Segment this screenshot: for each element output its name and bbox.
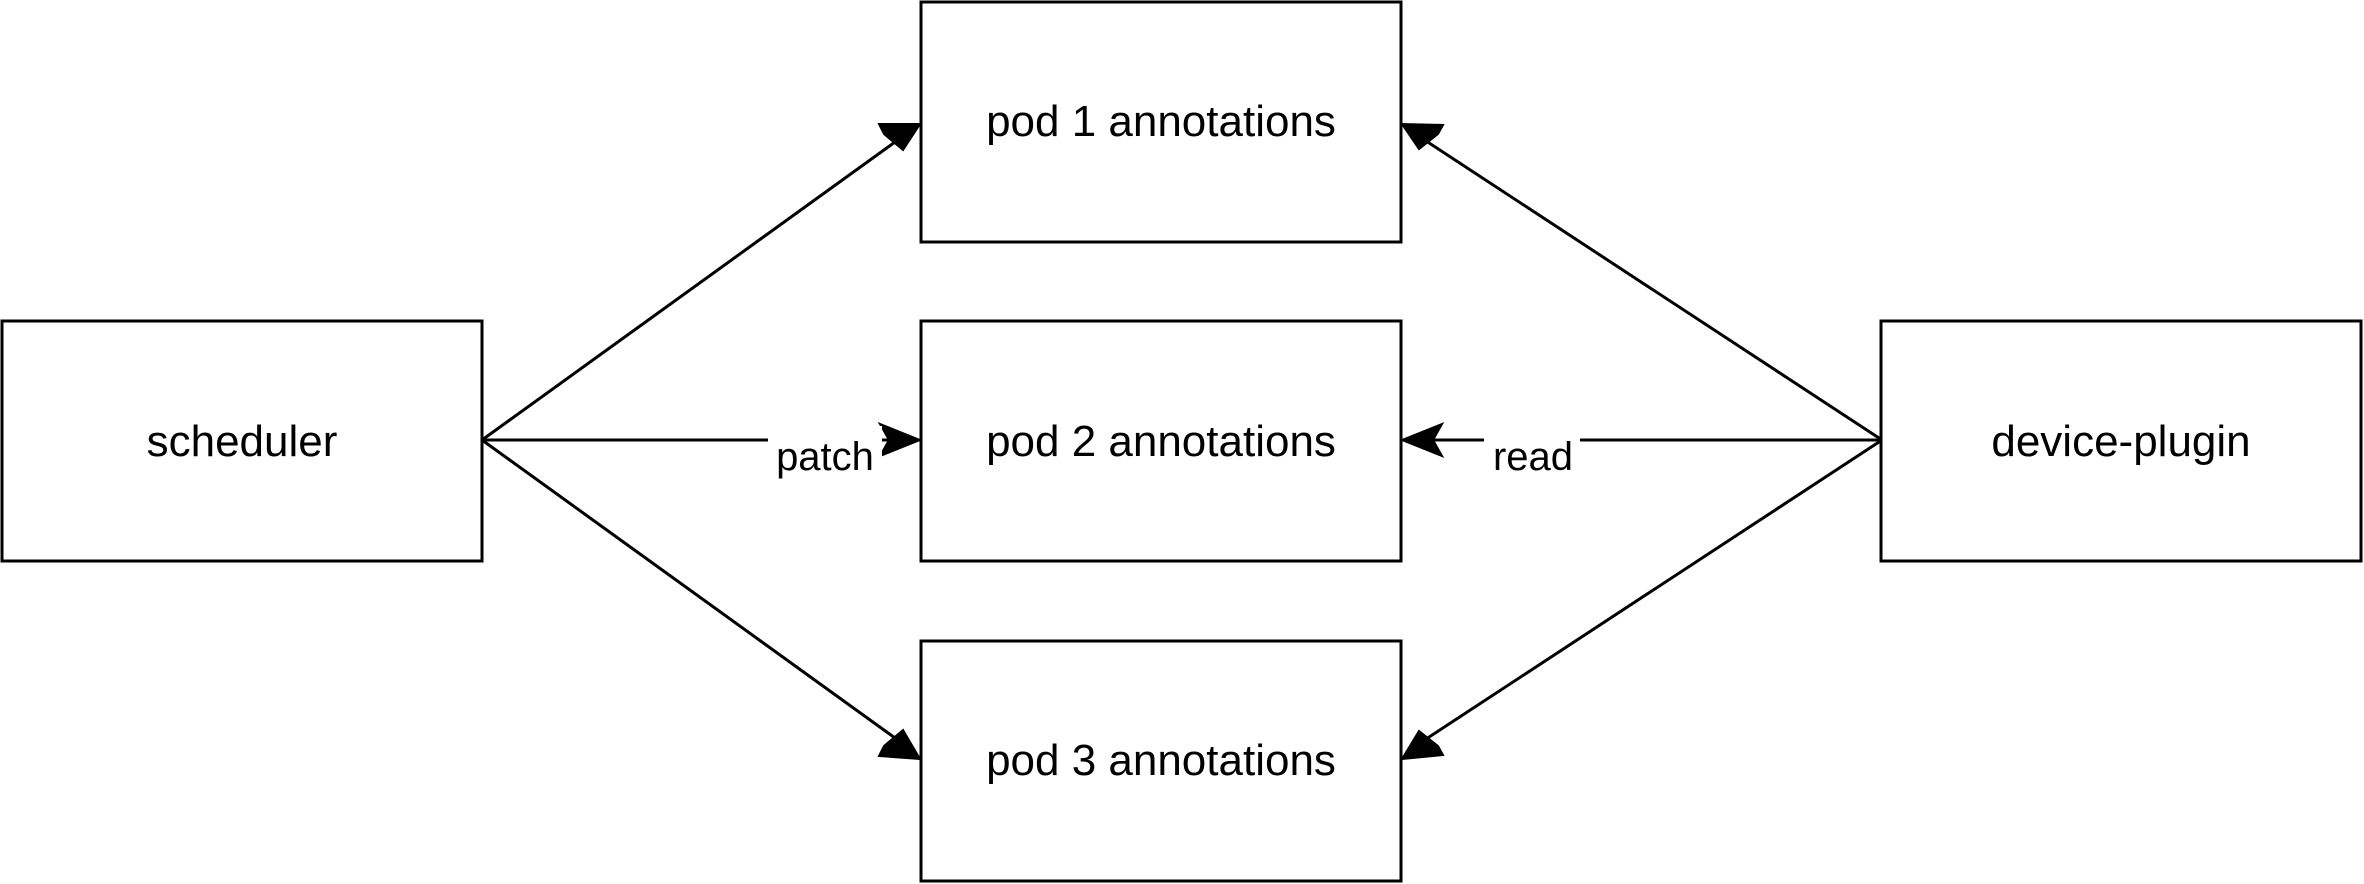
node-scheduler[interactable]: scheduler [0, 319, 484, 563]
arrowhead-icon [1399, 422, 1445, 458]
node-pod3-annotations[interactable]: pod 3 annotations [919, 639, 1403, 883]
edge-scheduler-to-pod3 [481, 438, 922, 761]
arrowhead-icon [877, 728, 922, 761]
node-pod2-annotations[interactable]: pod 2 annotations [919, 319, 1403, 563]
arrowhead-icon [1400, 729, 1445, 761]
node-label-device-plugin: device-plugin [1991, 417, 2250, 466]
edge-label-read: read [1493, 435, 1573, 479]
edge-scheduler-to-pod2: patch [482, 422, 923, 480]
node-label-pod2: pod 2 annotations [986, 417, 1336, 466]
node-label-pod3: pod 3 annotations [986, 736, 1336, 785]
node-label-pod1: pod 1 annotations [986, 97, 1336, 146]
edge-plugin-to-pod1 [1400, 122, 1883, 442]
edges: patch read [481, 122, 1883, 761]
arrowhead-icon [877, 422, 923, 458]
node-label-scheduler: scheduler [147, 417, 338, 466]
edge-plugin-to-pod3 [1400, 438, 1883, 761]
arrowhead-icon [1400, 122, 1445, 151]
arrowhead-icon [877, 123, 922, 152]
node-device-plugin[interactable]: device-plugin [1879, 319, 2363, 563]
edge-plugin-to-pod2: read [1399, 422, 1882, 480]
edge-scheduler-to-pod1 [481, 123, 922, 442]
edge-label-patch: patch [776, 435, 874, 479]
node-pod1-annotations[interactable]: pod 1 annotations [919, 0, 1403, 244]
